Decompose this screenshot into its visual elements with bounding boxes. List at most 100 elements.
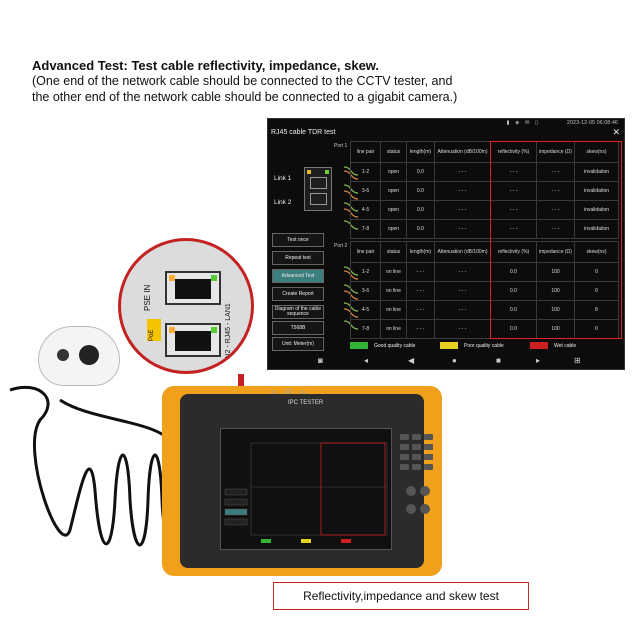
legend-swatch-poor bbox=[440, 342, 458, 349]
device-screen-graphic bbox=[224, 442, 388, 543]
status-cell: on line bbox=[380, 300, 407, 320]
col-status: status bbox=[380, 241, 407, 263]
home-icon[interactable]: ● bbox=[452, 356, 457, 365]
length-cell: 0.0 bbox=[406, 181, 435, 201]
atten-cell: - - - bbox=[434, 162, 491, 182]
volume-down-icon[interactable]: ◂ bbox=[364, 356, 369, 365]
device-key[interactable] bbox=[412, 444, 421, 450]
status-cell: open bbox=[380, 162, 407, 182]
status-icons: ▮ ◈ ✉ ▯ bbox=[506, 120, 540, 126]
repeat-test-button[interactable]: Repeat test bbox=[272, 251, 324, 265]
rj45-jack-icon bbox=[304, 167, 332, 211]
lan-label: LAN2 - RJ45 - LAN1 bbox=[225, 303, 232, 367]
legend-wet-label: Wet cable bbox=[554, 342, 577, 349]
length-cell: 0.0 bbox=[406, 162, 435, 182]
apps-grid-icon[interactable]: ⊞ bbox=[574, 356, 581, 365]
cable-sequence-button[interactable]: Diagram of the cable sequence bbox=[272, 305, 324, 319]
close-icon[interactable]: ✕ bbox=[612, 127, 620, 137]
device-key[interactable] bbox=[412, 454, 421, 460]
device-key[interactable] bbox=[424, 444, 433, 450]
device-key[interactable] bbox=[412, 464, 421, 470]
status-cell: on line bbox=[380, 281, 407, 301]
create-report-button[interactable]: Create Report bbox=[272, 287, 324, 301]
port1-table: line pair status length(m) Attenuation (… bbox=[350, 141, 619, 239]
port2-label: Port 2 bbox=[334, 243, 348, 249]
device-body: IPC TESTER bbox=[180, 394, 433, 568]
device-key[interactable] bbox=[400, 454, 409, 460]
device-port bbox=[420, 504, 430, 514]
port-closeup-inset: PSE IN PoE LAN2 - RJ45 - LAN1 bbox=[118, 238, 254, 374]
length-cell: - - - bbox=[406, 281, 435, 301]
col-length: length(m) bbox=[406, 141, 435, 163]
length-cell: - - - bbox=[406, 319, 435, 339]
legend-wet: Wet cable bbox=[530, 342, 576, 350]
page-heading: Advanced Test: Test cable reflectivity, … bbox=[32, 58, 380, 73]
camera-icon[interactable]: ◙ bbox=[318, 356, 323, 365]
coiled-cable-image bbox=[9, 385, 182, 547]
col-attenuation: Attenuation (dB/100m) bbox=[434, 241, 491, 263]
test-once-button[interactable]: Test once bbox=[272, 233, 324, 247]
port2-table: line pair status length(m) Attenuation (… bbox=[350, 241, 619, 339]
device-key[interactable] bbox=[424, 454, 433, 460]
pair-cell: 3-6 bbox=[350, 181, 381, 201]
atten-cell: - - - bbox=[434, 319, 491, 339]
device-brand: IPC TESTER bbox=[288, 400, 324, 406]
atten-cell: - - - bbox=[434, 200, 491, 220]
atten-cell: - - - bbox=[434, 219, 491, 239]
device-key[interactable] bbox=[424, 434, 433, 440]
caption-text: Reflectivity,impedance and skew test bbox=[303, 589, 499, 603]
device-key[interactable] bbox=[400, 434, 409, 440]
advanced-test-button[interactable]: Advanced Test bbox=[272, 269, 324, 283]
status-cell: on line bbox=[380, 262, 407, 282]
device-screen-thumbnail bbox=[220, 428, 392, 550]
device-knob bbox=[284, 388, 293, 397]
status-cell: on line bbox=[380, 319, 407, 339]
pair-cell: 4-5 bbox=[350, 200, 381, 220]
device-port bbox=[420, 486, 430, 496]
ipc-tester-device: IPC TESTER bbox=[162, 386, 442, 576]
legend-good: Good quality cable bbox=[350, 342, 415, 350]
pse-in-label: PSE IN bbox=[143, 284, 152, 311]
atten-cell: - - - bbox=[434, 181, 491, 201]
pair-cell: 1-2 bbox=[350, 162, 381, 182]
highlight-box bbox=[490, 141, 622, 339]
device-key[interactable] bbox=[400, 464, 409, 470]
pair-cell: 1-2 bbox=[350, 262, 381, 282]
tdr-screen-zoom: ▮ ◈ ✉ ▯ 2023-12-05 06:08:46 RJ45 cable T… bbox=[267, 118, 625, 370]
length-cell: - - - bbox=[406, 262, 435, 282]
device-key[interactable] bbox=[424, 464, 433, 470]
device-key[interactable] bbox=[412, 434, 421, 440]
lan-port bbox=[165, 323, 221, 357]
legend-poor: Poor quality cable bbox=[440, 342, 504, 350]
recent-apps-icon[interactable]: ■ bbox=[496, 356, 501, 365]
col-line-pair: line pair bbox=[350, 141, 381, 163]
length-cell: - - - bbox=[406, 300, 435, 320]
description-line-2: the other end of the network cable shoul… bbox=[32, 90, 458, 104]
dome-camera-image bbox=[38, 326, 120, 386]
legend-swatch-wet bbox=[530, 342, 548, 349]
device-key[interactable] bbox=[400, 444, 409, 450]
atten-cell: - - - bbox=[434, 300, 491, 320]
atten-cell: - - - bbox=[434, 281, 491, 301]
caption-box: Reflectivity,impedance and skew test bbox=[273, 582, 529, 610]
col-length: length(m) bbox=[406, 241, 435, 263]
standard-button[interactable]: T568B bbox=[272, 321, 324, 335]
unit-button[interactable]: Unit: Meter(m) bbox=[272, 337, 324, 351]
back-icon[interactable]: ◀ bbox=[408, 356, 415, 365]
link1-label: Link 1 bbox=[274, 175, 292, 182]
pse-in-port bbox=[165, 271, 221, 305]
poe-badge bbox=[147, 319, 161, 341]
pair-cell: 7-8 bbox=[350, 319, 381, 339]
screen-title: RJ45 cable TDR test bbox=[271, 129, 336, 136]
volume-up-icon[interactable]: ▸ bbox=[536, 356, 541, 365]
status-time: 2023-12-05 06:08:46 bbox=[566, 120, 618, 126]
status-cell: open bbox=[380, 219, 407, 239]
status-bar: ▮ ◈ ✉ ▯ 2023-12-05 06:08:46 bbox=[268, 119, 624, 128]
col-attenuation: Attenuation (dB/100m) bbox=[434, 141, 491, 163]
port1-label: Port 1 bbox=[334, 143, 348, 149]
device-port bbox=[406, 504, 416, 514]
